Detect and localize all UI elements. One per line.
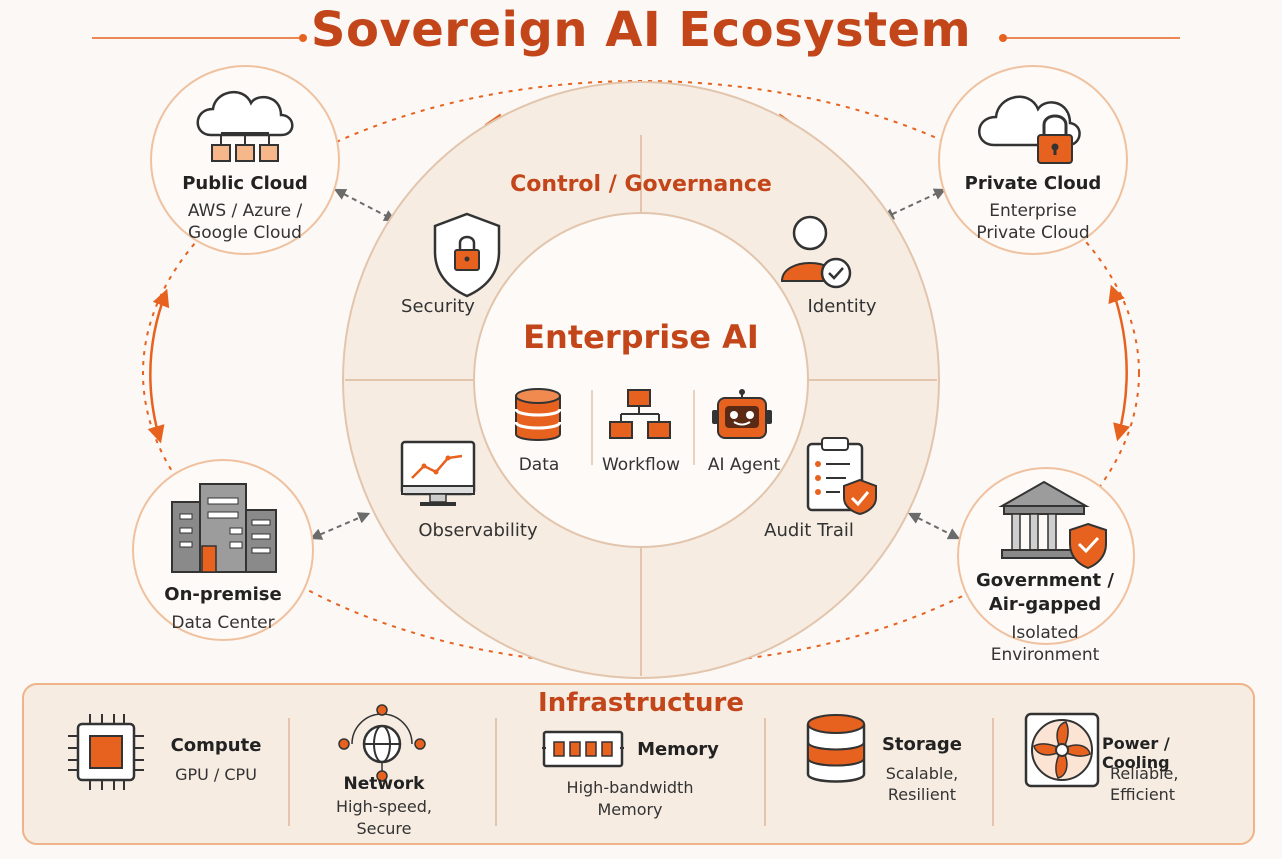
workflow-icon (609, 389, 671, 439)
arrow-right (1108, 284, 1131, 442)
storage-name: Storage (881, 734, 963, 755)
power-cooling-desc-1: Reliable, (1110, 764, 1179, 783)
storage-desc-2: Resilient (887, 785, 957, 804)
link-on-premise (309, 512, 371, 540)
identity-label: Identity (807, 296, 877, 317)
network-name: Network (343, 774, 425, 794)
private-cloud-name: Private Cloud (964, 173, 1102, 194)
private-cloud-desc-1: Enterprise (989, 201, 1077, 221)
shield-lock-icon (433, 212, 501, 298)
compute-desc-1: GPU / CPU (175, 765, 257, 784)
link-government (907, 512, 961, 540)
cooling-fan-icon (1024, 712, 1100, 788)
private-cloud-desc-2: Private Cloud (976, 223, 1090, 243)
storage-desc-1: Scalable, (885, 764, 959, 783)
network-desc-1: High-speed, (336, 797, 432, 816)
title-rule-right (999, 34, 1180, 42)
public-cloud-desc-1: AWS / Azure / (187, 201, 303, 221)
private-cloud-node (938, 65, 1128, 255)
compute-name: Compute (170, 735, 262, 756)
network-globe-icon (338, 704, 426, 782)
database-icon (514, 388, 562, 441)
ai-agent-label: AI Agent (707, 455, 781, 475)
audit-trail-label: Audit Trail (764, 520, 854, 541)
governance-title: Control / Governance (510, 172, 772, 197)
on-premise-name: On-premise (164, 584, 282, 605)
government-desc-1: Isolated (1011, 623, 1079, 643)
public-cloud-name: Public Cloud (182, 173, 308, 194)
data-label: Data (518, 455, 560, 475)
building-icon (171, 483, 277, 573)
network-desc-2: Secure (356, 819, 412, 838)
government-name-1: Government / (976, 570, 1114, 591)
user-verified-icon (780, 215, 852, 289)
power-cooling-desc-2: Efficient (1110, 785, 1176, 804)
cloud-lock-icon (978, 95, 1081, 164)
robot-icon (712, 389, 772, 439)
memory-module-icon (542, 730, 624, 768)
arrow-left (147, 288, 170, 444)
clipboard-check-icon (806, 437, 877, 516)
memory-desc-2: Memory (597, 800, 663, 819)
title-rule-left (92, 34, 307, 42)
cpu-chip-icon (68, 714, 144, 790)
enterprise-ai-circle (473, 212, 809, 548)
page-title: Sovereign AI Ecosystem (310, 2, 972, 58)
monitor-chart-icon (400, 440, 476, 506)
government-desc-2: Environment (990, 645, 1100, 665)
security-label: Security (401, 296, 475, 317)
power-cooling-name: Power / Cooling (1102, 734, 1170, 773)
storage-stack-icon (806, 714, 866, 783)
workflow-label: Workflow (601, 455, 681, 475)
public-cloud-desc-2: Google Cloud (188, 223, 302, 243)
link-private-cloud (881, 188, 947, 220)
cloud-network-icon (196, 90, 294, 162)
memory-name: Memory (637, 739, 719, 760)
government-name-2: Air-gapped (988, 594, 1102, 615)
government-building-icon (998, 480, 1107, 570)
memory-desc-1: High-bandwidth (566, 778, 694, 797)
link-public-cloud (333, 188, 397, 222)
observability-label: Observability (418, 520, 538, 541)
enterprise-ai-title: Enterprise AI (523, 318, 759, 356)
infrastructure-panel (22, 683, 1255, 845)
on-premise-desc-1: Data Center (171, 613, 275, 633)
infrastructure-title: Infrastructure (538, 688, 744, 718)
